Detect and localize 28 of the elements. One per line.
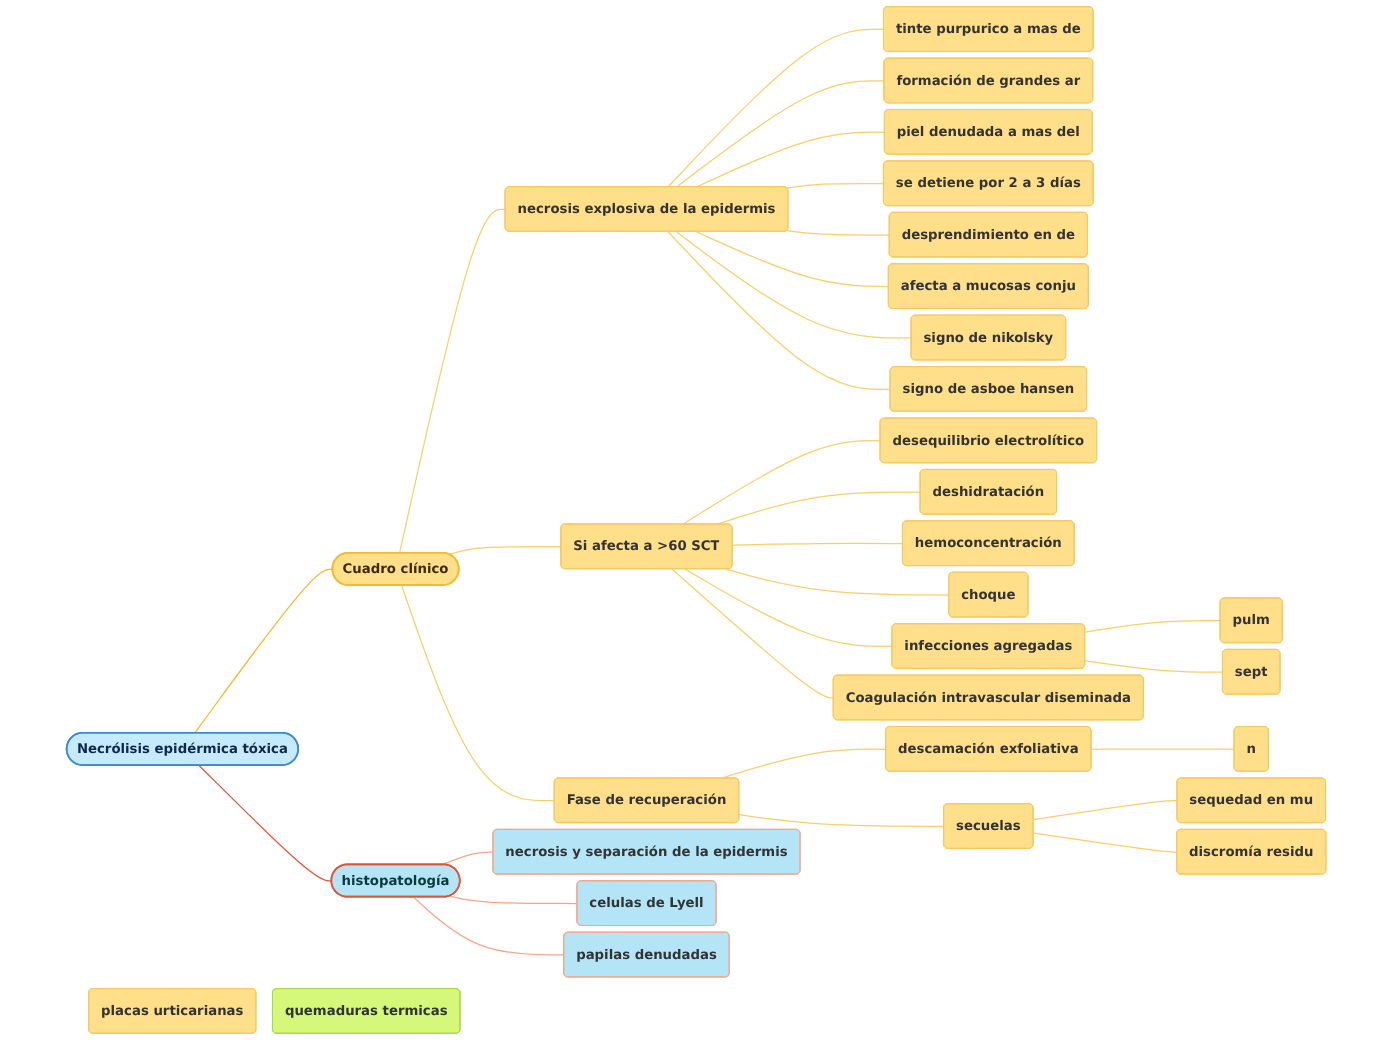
connector [1084,620,1221,633]
connector [1032,800,1178,821]
connector [193,568,334,734]
connector [671,568,834,699]
connector [448,895,578,905]
connector [684,568,893,648]
connector [724,568,950,596]
connector [682,440,881,525]
connector [440,851,494,866]
connector [448,546,562,556]
connector [398,208,506,554]
connector [675,80,885,188]
connector [667,28,885,188]
connector [731,542,904,546]
connector [1032,832,1178,853]
connector [786,182,885,189]
connector [1084,660,1224,673]
connector [400,584,555,802]
connector [786,229,890,236]
connector [198,764,333,882]
connector [675,231,912,339]
connector [412,896,565,956]
connector [695,131,886,188]
connector [1090,748,1235,750]
connector [667,231,891,390]
connector [720,748,887,779]
connector [695,231,890,288]
connector [738,814,945,828]
